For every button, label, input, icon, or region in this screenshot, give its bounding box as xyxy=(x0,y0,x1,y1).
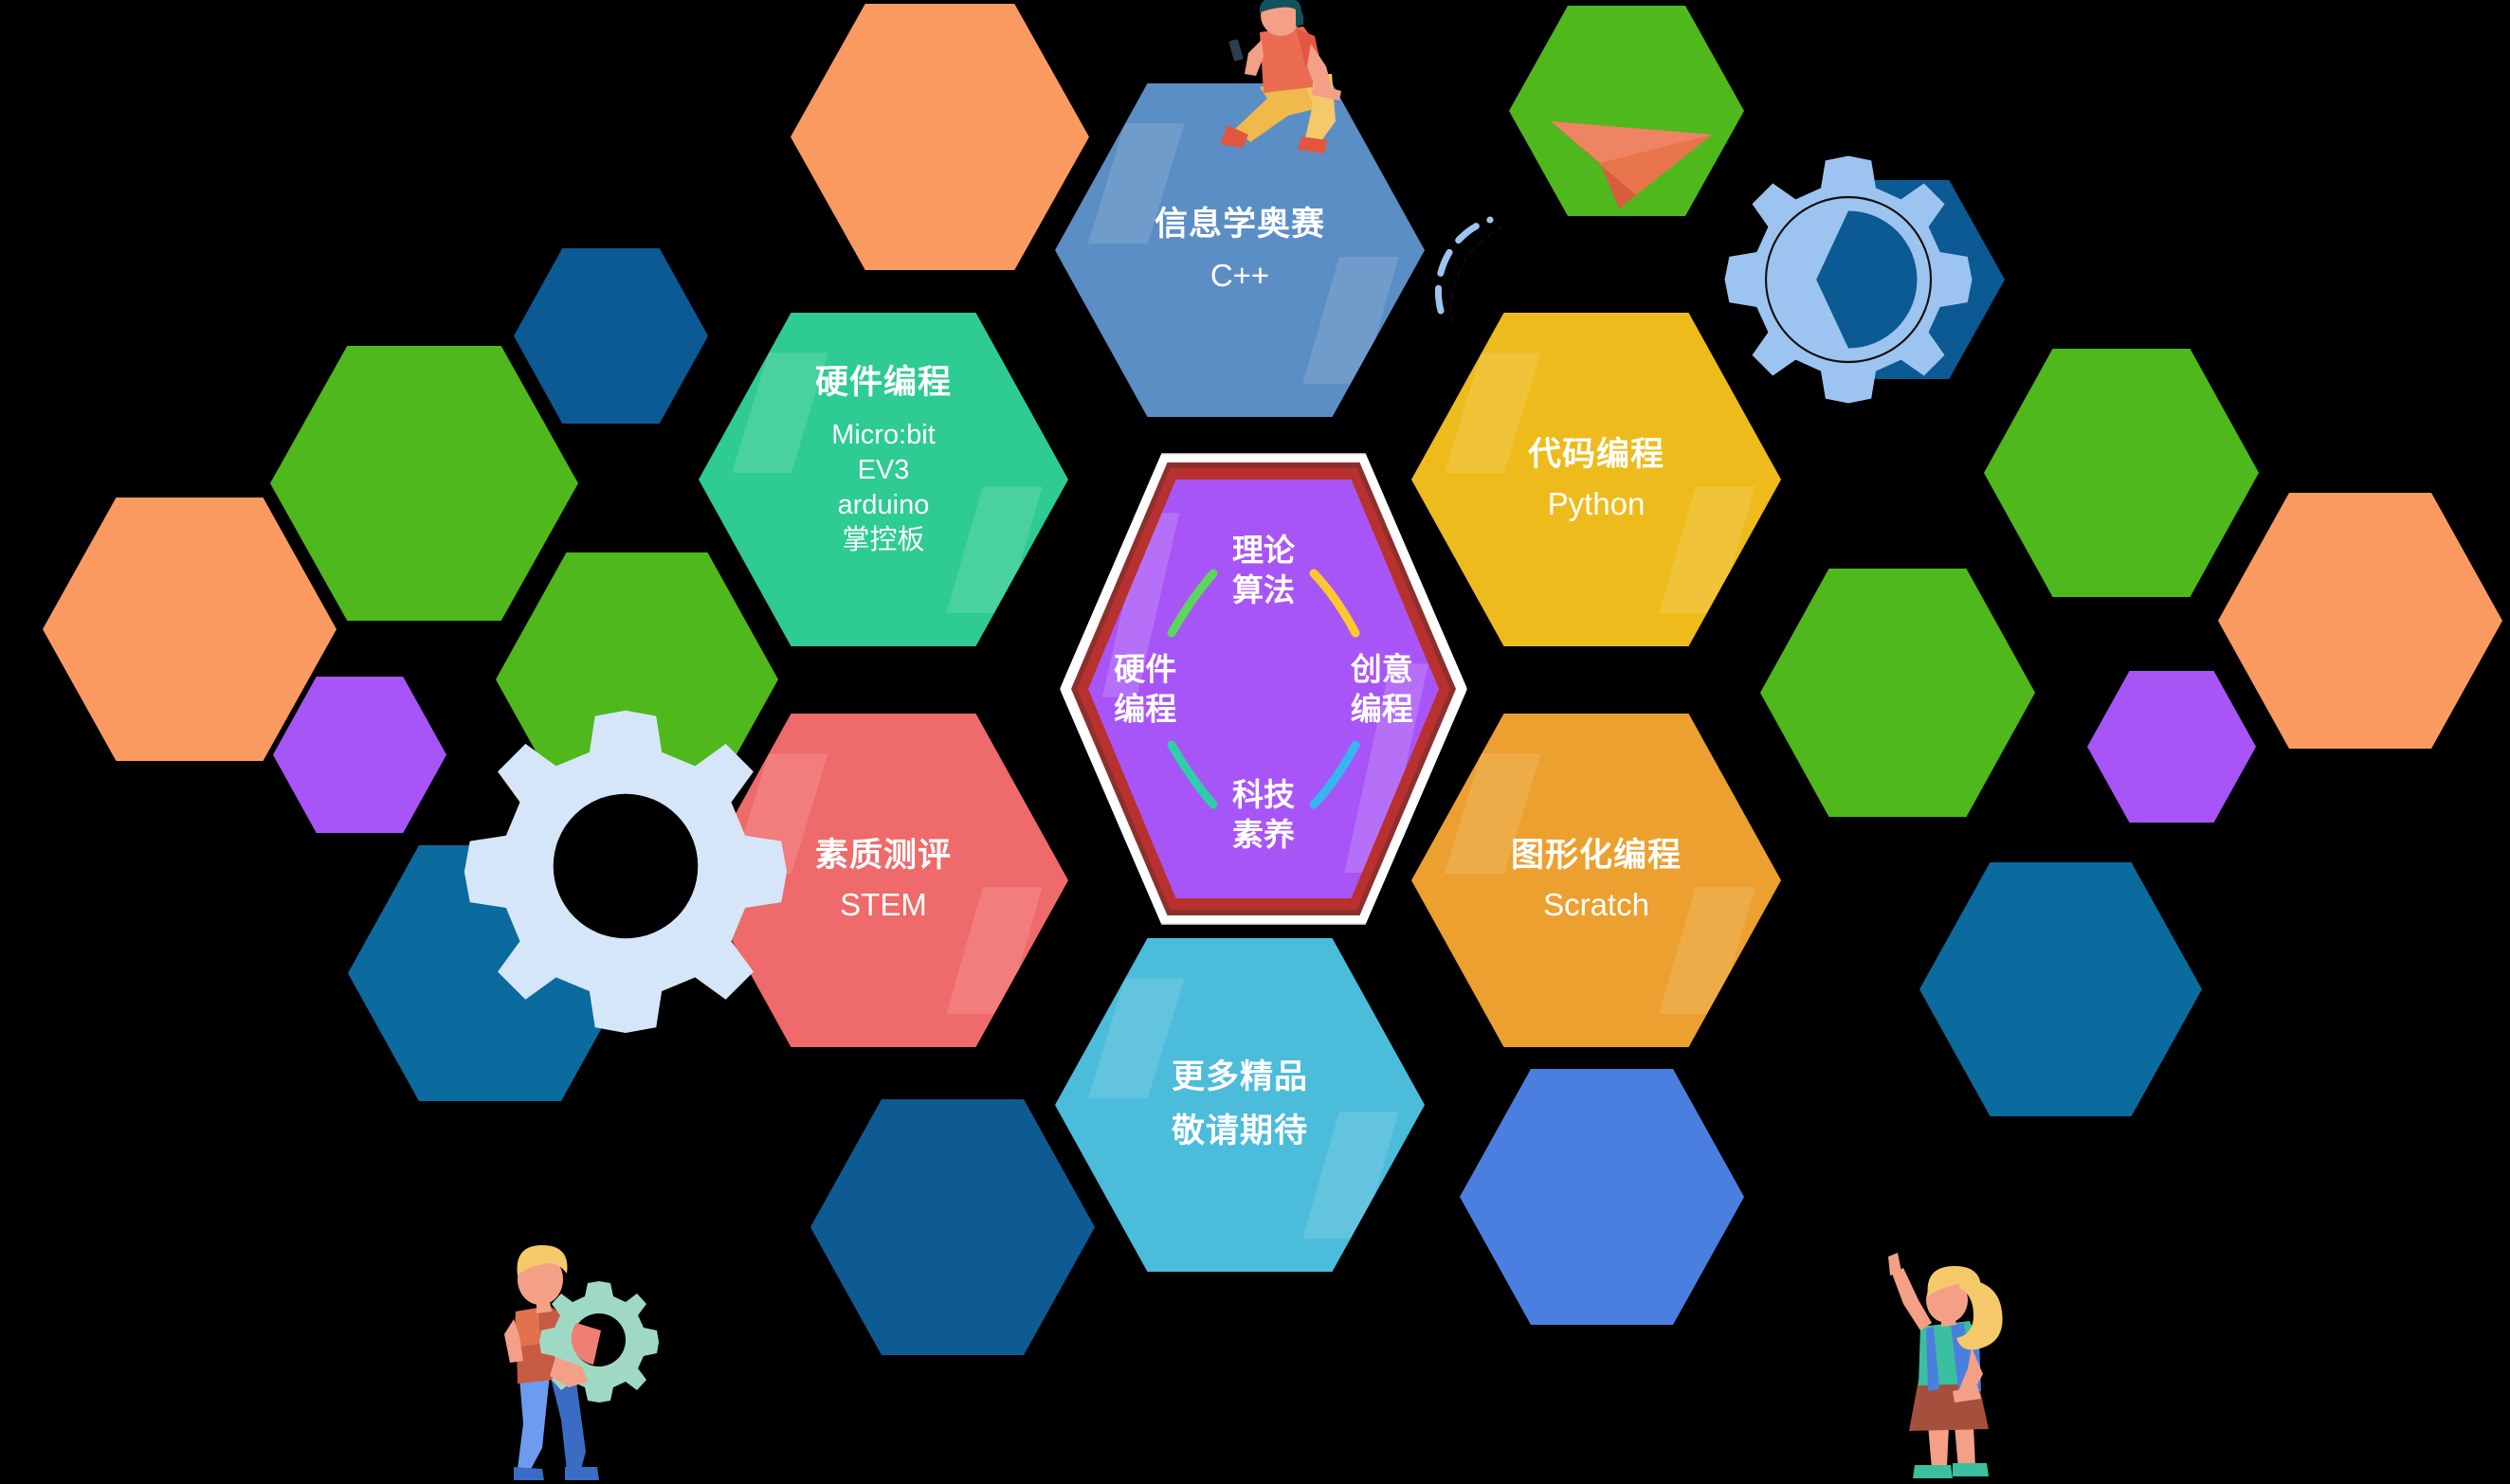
category-title-hardware-programming: 硬件编程 xyxy=(814,364,952,401)
category-subtitle-stem-assessment: STEM xyxy=(840,887,927,923)
hex-green-left-lower xyxy=(496,552,778,806)
hardware-line-1: Micro:bit xyxy=(831,419,936,450)
hex-facet xyxy=(1302,257,1399,384)
boy-holding-gear xyxy=(504,1245,659,1480)
category-subtitle-informatics: C++ xyxy=(1210,258,1270,294)
category-title-stem-assessment: 素质测评 xyxy=(814,837,952,875)
hex-green-left xyxy=(270,346,578,621)
hex-purple-left xyxy=(273,677,446,833)
hex-facet xyxy=(732,353,828,473)
hex-darkblue-right xyxy=(1919,862,2202,1116)
category-hex-informatics[interactable]: 信息学奥赛 C++ xyxy=(1055,83,1425,417)
hex-facet xyxy=(1302,1112,1399,1239)
hex-green-right-lower xyxy=(1760,569,2035,817)
hardware-line-4: 掌控板 xyxy=(842,525,925,556)
category-subtitle-code-programming: Python xyxy=(1547,486,1646,522)
category-title-code-programming: 代码编程 xyxy=(1527,436,1664,474)
hex-facet xyxy=(1659,887,1755,1014)
hex-green-right xyxy=(1984,349,2259,597)
category-subtitle-coming-soon: 敬请期待 xyxy=(1171,1113,1308,1149)
dashed-arc-decoration xyxy=(1434,216,1502,322)
hex-facet xyxy=(946,887,1043,1014)
category-title-coming-soon: 更多精品 xyxy=(1171,1059,1308,1096)
hex-blue-bottom-right xyxy=(1460,1069,1744,1325)
category-subtitle-block-programming: Scratch xyxy=(1543,887,1649,923)
hardware-line-2: EV3 xyxy=(857,454,910,485)
hex-facet xyxy=(732,753,828,874)
category-hex-coming-soon[interactable]: 更多精品 敬请期待 xyxy=(1055,938,1425,1272)
center-hexagon[interactable]: 理论 算法 硬件 编程 创意 编程 科技 素养 xyxy=(1060,453,1467,925)
girl-pointing-up xyxy=(1888,1253,2003,1478)
category-hex-hardware-programming[interactable]: 硬件编程 Micro:bit EV3 arduino 掌控板 xyxy=(699,313,1068,646)
category-title-informatics: 信息学奥赛 xyxy=(1154,206,1325,244)
hex-facet xyxy=(946,486,1043,613)
hex-orange-far-right xyxy=(2218,493,2502,749)
hex-facet xyxy=(1088,978,1185,1098)
category-title-block-programming: 图形化编程 xyxy=(1510,837,1682,875)
hex-facet xyxy=(1088,123,1185,244)
hex-green-top-right xyxy=(1509,6,1744,216)
hardware-line-3: arduino xyxy=(837,490,930,521)
arc-decorations xyxy=(1167,569,1360,809)
hex-darkblue-top-right xyxy=(1782,180,2005,379)
hex-purple-right xyxy=(2087,671,2256,823)
hex-facet xyxy=(1659,486,1755,613)
hex-darkblue-top-right-left xyxy=(514,248,708,424)
hex-darkblue-bottom xyxy=(810,1099,1095,1355)
hex-orange-top-left xyxy=(791,4,1089,270)
category-hex-stem-assessment[interactable]: 素质测评 STEM xyxy=(699,714,1068,1047)
hex-darkblue-left xyxy=(348,845,632,1101)
